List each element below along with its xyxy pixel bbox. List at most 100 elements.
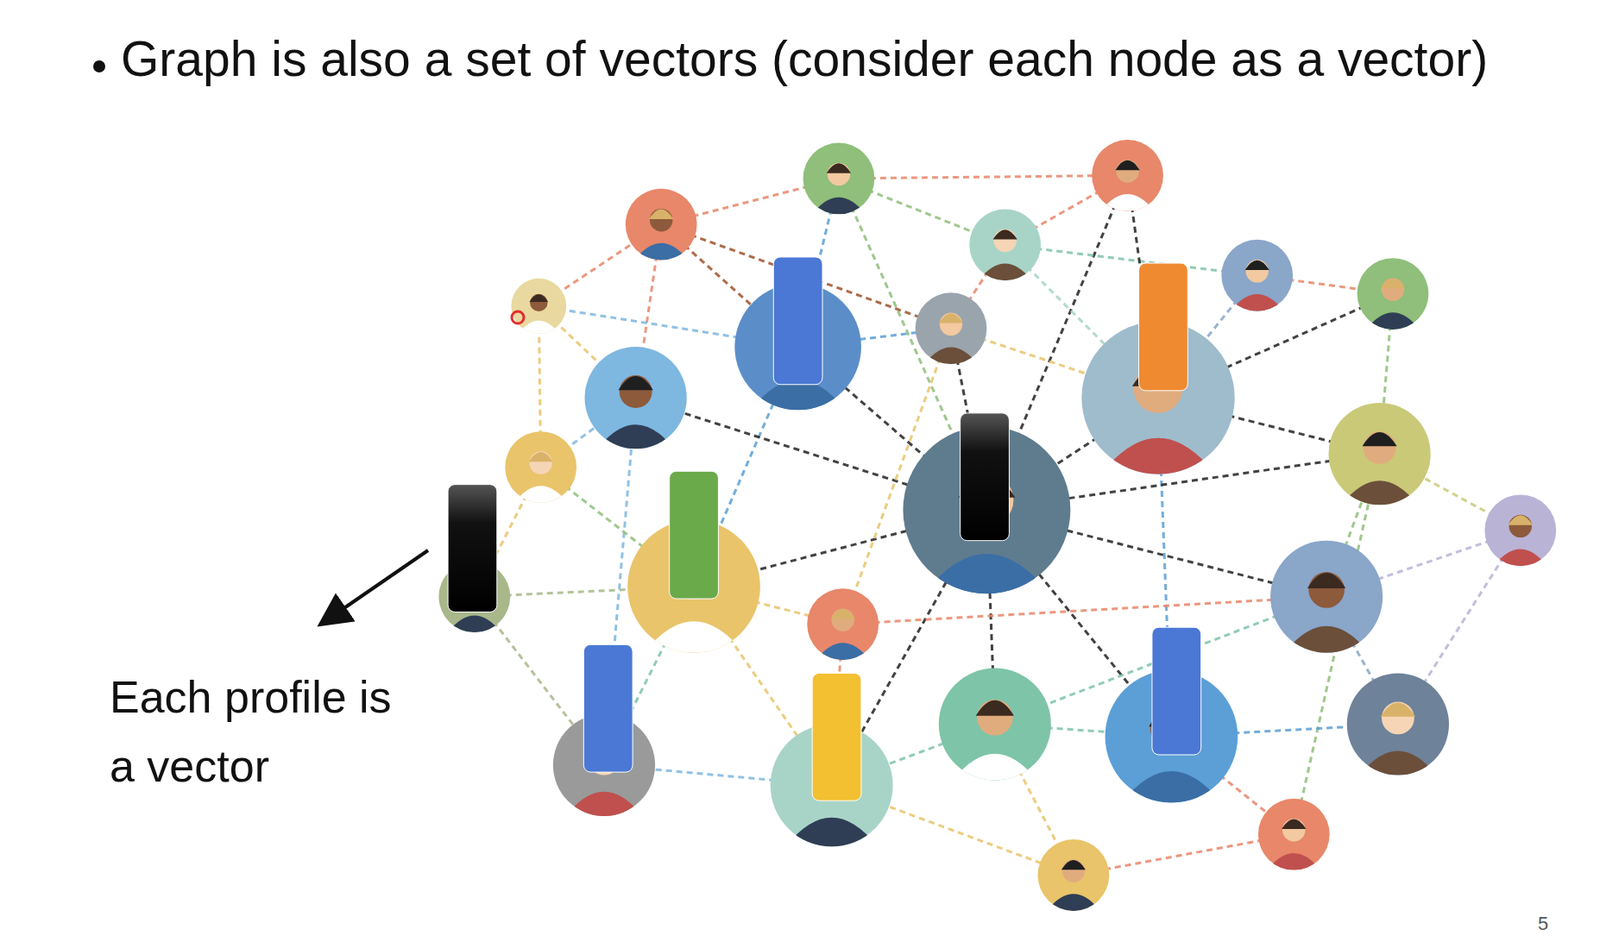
avatar-figure: [517, 294, 560, 334]
avatar-ground: [504, 431, 577, 504]
avatar-head: [1282, 818, 1305, 842]
avatar-figure: [634, 208, 688, 261]
profile-avatar: [625, 188, 698, 261]
avatar-hair: [1508, 515, 1533, 525]
avatar-ground: [585, 346, 687, 449]
avatar-hair: [1380, 702, 1416, 717]
avatar-figure: [812, 163, 866, 215]
avatar-figure: [1046, 859, 1101, 912]
profile-avatar: [938, 667, 1052, 781]
avatar-body: [785, 818, 877, 848]
dashed-link: [1005, 245, 1258, 276]
avatar-ground: [1258, 799, 1330, 871]
dashed-link: [843, 597, 1327, 625]
avatar-head: [649, 208, 673, 232]
dashed-link: [838, 175, 1128, 179]
profile-avatar: [915, 292, 988, 365]
avatar-hair: [529, 452, 554, 462]
avatar-head: [1245, 259, 1268, 283]
vector-bar: [583, 644, 633, 773]
avatar-figure: [1493, 515, 1548, 567]
avatar-head: [1381, 277, 1405, 301]
vector-bar: [669, 471, 719, 599]
profile-avatar: [806, 588, 879, 661]
avatar-figure: [952, 699, 1038, 782]
avatar-body: [812, 197, 866, 215]
avatar-head: [939, 313, 963, 336]
avatar-body: [634, 243, 688, 261]
profile-avatar: [1328, 403, 1430, 505]
avatar-ground: [1328, 403, 1430, 505]
avatar-body: [517, 320, 560, 334]
slide-title: Graph is also a set of vectors (consider…: [120, 25, 1537, 92]
dashed-links: [474, 175, 1521, 876]
vector-bar: [1139, 263, 1189, 391]
callout-note: Each profile is a vector: [109, 662, 421, 801]
avatar-body: [1360, 751, 1437, 776]
avatar-figure: [816, 608, 870, 661]
avatar-hair: [1114, 160, 1140, 171]
avatar-figure: [514, 451, 568, 504]
avatar-body: [1366, 312, 1420, 330]
avatar-head: [1509, 515, 1532, 538]
avatar-body: [816, 642, 870, 661]
avatar-hair: [826, 163, 851, 173]
avatar-body: [952, 754, 1038, 782]
profile-avatar: [510, 278, 567, 334]
avatar-hair: [831, 609, 856, 619]
avatar-hair: [1362, 432, 1398, 447]
avatar-body: [924, 346, 978, 365]
avatar-figure: [1101, 159, 1155, 212]
avatar-figure: [978, 229, 1033, 282]
avatar-body: [1266, 853, 1321, 871]
cursor-mark: [511, 311, 524, 324]
avatar-ground: [969, 208, 1041, 281]
avatar-body: [1284, 626, 1369, 654]
vector-bars: [447, 257, 1202, 801]
profile-avatar: [1091, 139, 1164, 212]
avatar-ground: [625, 188, 698, 261]
profile-avatar: [1484, 494, 1556, 567]
avatar-body: [597, 424, 675, 449]
avatar-hair: [1061, 860, 1086, 870]
avatar-ground: [510, 278, 567, 334]
vector-bar: [447, 485, 498, 613]
profile-avatar: [1357, 258, 1430, 330]
avatar-body: [1230, 294, 1285, 312]
vector-bar: [1152, 627, 1202, 756]
avatar-ground: [806, 588, 879, 661]
avatar-ground: [803, 143, 876, 215]
avatar-ground: [1091, 139, 1164, 212]
avatar-hair: [1245, 260, 1270, 271]
avatar-hair: [976, 700, 1015, 717]
avatar-figure: [1284, 572, 1369, 654]
avatar-figure: [1341, 431, 1418, 505]
profile-avatar: [1221, 239, 1293, 312]
avatar-hair: [1281, 819, 1306, 830]
avatar-body: [1341, 480, 1418, 505]
profile-avatar: [1037, 839, 1109, 912]
avatar-head: [993, 229, 1016, 252]
avatar-ground: [1037, 839, 1109, 912]
bullet-dot: [93, 60, 106, 73]
avatar-hair: [618, 376, 654, 391]
avatar-body: [566, 792, 643, 817]
avatar-body: [1046, 894, 1101, 912]
avatar-figure: [597, 375, 675, 449]
profile-avatar: [585, 346, 687, 449]
avatar-head: [827, 163, 851, 186]
avatar-ground: [1221, 239, 1293, 312]
avatar-figure: [1230, 259, 1285, 312]
avatar-ground: [1484, 494, 1556, 567]
profile-avatar: [803, 143, 876, 215]
vector-bar: [812, 673, 862, 801]
avatar-ground: [1347, 673, 1449, 775]
vector-bar: [960, 413, 1010, 542]
avatar-head: [529, 451, 552, 474]
avatar-ground: [1270, 541, 1383, 654]
profile-avatar: [1270, 541, 1383, 654]
pointer-arrow: [322, 550, 429, 624]
profile-avatar: [1347, 673, 1449, 775]
avatar-figure: [1266, 818, 1321, 871]
